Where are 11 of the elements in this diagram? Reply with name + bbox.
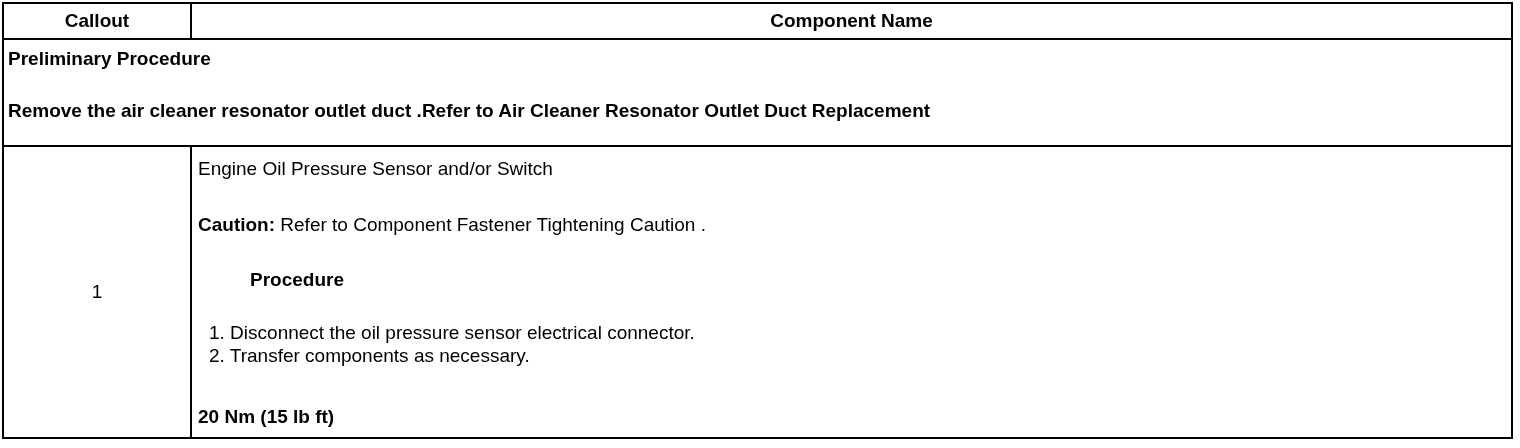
- torque-spec: 20 Nm (15 lb ft): [198, 406, 336, 428]
- component-name: Engine Oil Pressure Sensor and/or Switch: [198, 158, 554, 180]
- procedure-step: 1. Disconnect the oil pressure sensor electrical connector.: [209, 322, 1505, 344]
- procedure-step: 2. Transfer components as necessary.: [209, 345, 1505, 367]
- column-header: Callout: [64, 10, 130, 31]
- caution-text: Caution: Refer to Component Fastener Tightening Caution .: [198, 214, 707, 236]
- procedure-heading: Procedure: [250, 269, 345, 291]
- callout-number: 1: [91, 281, 103, 302]
- column-header: Component Name: [770, 10, 933, 31]
- instruction-text: Remove the air cleaner resonator outlet duct .Refer to Air Cleaner Resonator Outlet Duct Replacement: [8, 100, 932, 122]
- section-heading: Preliminary Procedure: [8, 48, 212, 70]
